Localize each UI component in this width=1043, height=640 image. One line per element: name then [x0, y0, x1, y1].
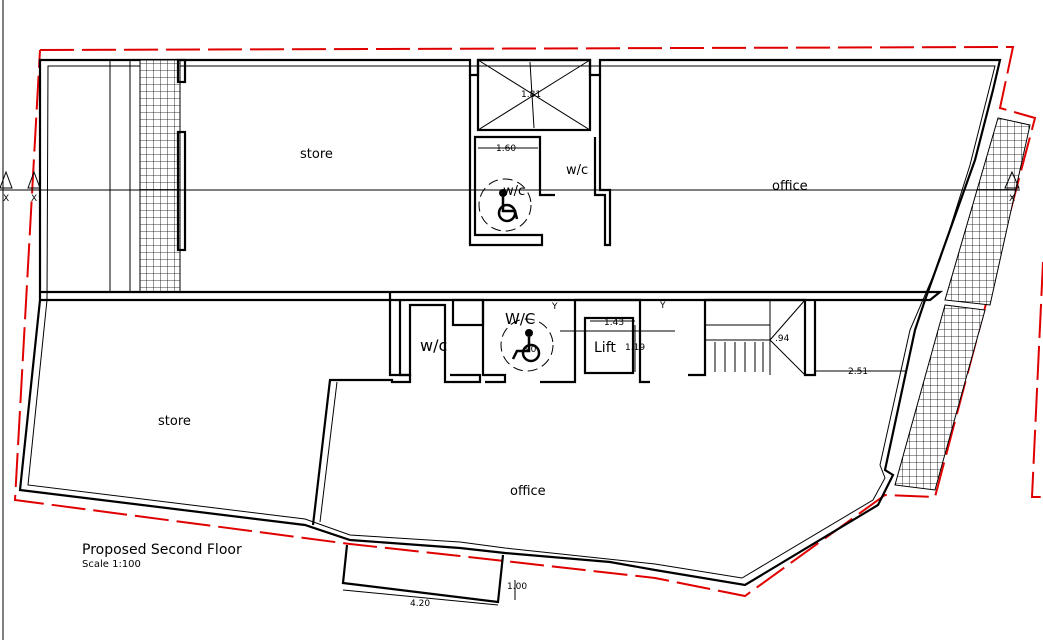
room-label-wc: w/c [503, 184, 525, 199]
stair-wall [688, 298, 817, 377]
lift-car [583, 316, 635, 375]
dimension-label: 1.43 [604, 318, 624, 328]
outer-wall-inner [27, 65, 996, 579]
section-label: Y [659, 301, 666, 311]
section-label: X [1009, 194, 1015, 204]
room-label-office: office [772, 179, 808, 194]
lightwell-left [139, 59, 181, 293]
dimension-lines [342, 61, 905, 606]
stairs [705, 299, 806, 376]
wc-accessible-bottom-wall [481, 300, 507, 384]
shaft-cross [477, 59, 591, 131]
room-label-office: office [510, 484, 546, 499]
dimension-label: .94 [775, 334, 790, 344]
dimension-label: 1.19 [625, 343, 645, 353]
corridor-wall-lower [40, 298, 412, 526]
corridor-wall [40, 290, 944, 302]
wheelchair-icon [478, 178, 532, 232]
section-label: X [3, 194, 9, 204]
wc-top-wall [593, 75, 612, 247]
wall [176, 130, 187, 252]
section-marker-icon [1004, 170, 1020, 189]
room-label-wc: w/c [420, 336, 447, 355]
lift-wall [540, 298, 650, 384]
wc-top-accessible-wall [468, 75, 555, 247]
site-boundary-neighbour [1030, 261, 1043, 498]
site-boundary [13, 45, 1037, 598]
wheelchair-icon [500, 318, 554, 372]
dimension-label: 1.60 [496, 144, 516, 154]
wc-bottom-wall [398, 300, 482, 384]
lightwell-right [944, 117, 1031, 306]
dimension-label: 1.00 [507, 582, 527, 592]
room-label-wc: w/c [566, 163, 588, 178]
lightwell-right-lower [894, 304, 986, 491]
dimension-label: 4.20 [410, 599, 430, 609]
section-marker-icon [0, 170, 13, 189]
room-label-wc: W/C [505, 310, 535, 328]
balcony [341, 544, 505, 604]
partition [319, 381, 338, 523]
wall [176, 58, 187, 84]
duct [451, 298, 485, 327]
dimension-label: 2.51 [848, 367, 868, 377]
room-label-store: store [300, 147, 333, 162]
section-marker-icon [27, 170, 41, 189]
shaft [476, 58, 592, 132]
drawing-title: Proposed Second Floor [82, 542, 242, 558]
section-label: X [31, 194, 37, 204]
section-label: Y [551, 302, 558, 312]
drawing-scale: Scale 1:100 [82, 559, 141, 570]
dimension-label: .90 [522, 345, 537, 355]
dimension-label: 1.81 [521, 90, 541, 100]
room-label-lift: Lift [594, 340, 616, 356]
room-label-store: store [158, 414, 191, 429]
